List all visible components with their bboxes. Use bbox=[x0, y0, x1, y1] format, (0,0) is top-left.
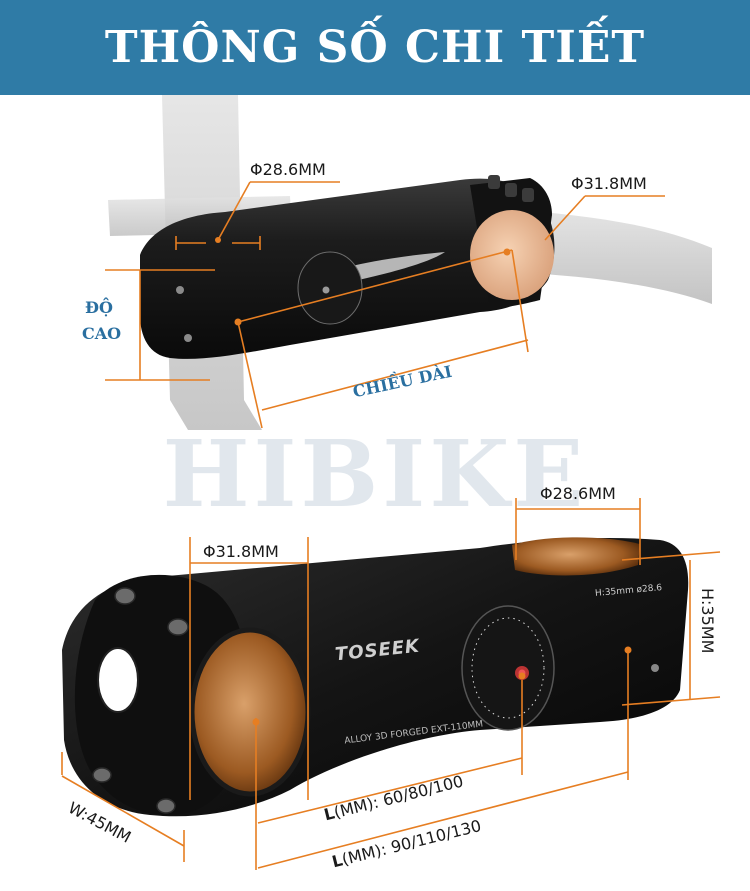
bolt bbox=[156, 798, 176, 814]
top-dimension-lines bbox=[105, 181, 665, 429]
top-stem-diagram bbox=[108, 95, 712, 430]
height-label-line2: CAO bbox=[82, 324, 122, 343]
angle-dial-top bbox=[297, 251, 363, 325]
header-banner: THÔNG SỐ CHI TIẾT bbox=[0, 0, 750, 95]
bottom-stem-diagram bbox=[62, 537, 689, 817]
steerer-bore-bottom bbox=[512, 537, 640, 576]
bolt bbox=[114, 587, 136, 605]
bolt bbox=[176, 286, 184, 294]
angle-dial-bottom bbox=[461, 605, 555, 731]
height-label-bottom: H:35MM bbox=[698, 588, 717, 654]
page-title: THÔNG SỐ CHI TIẾT bbox=[104, 22, 646, 73]
steerer-diameter-label-bottom: Φ28.6MM bbox=[540, 484, 616, 503]
bar-diameter-label-bottom: Φ31.8MM bbox=[203, 542, 279, 561]
bolt bbox=[92, 767, 112, 783]
bottom-dimension-lines bbox=[61, 498, 721, 870]
bolt bbox=[184, 334, 192, 342]
bolt bbox=[167, 618, 189, 636]
bar-diameter-label-top: Φ31.8MM bbox=[571, 174, 647, 193]
stem-side-hole bbox=[97, 647, 139, 713]
height-label-line1: ĐỘ bbox=[85, 298, 113, 317]
bar-bore-bottom bbox=[192, 630, 308, 794]
steerer-diameter-label-top: Φ28.6MM bbox=[250, 160, 326, 179]
watermark: HIBIKE bbox=[162, 420, 588, 528]
